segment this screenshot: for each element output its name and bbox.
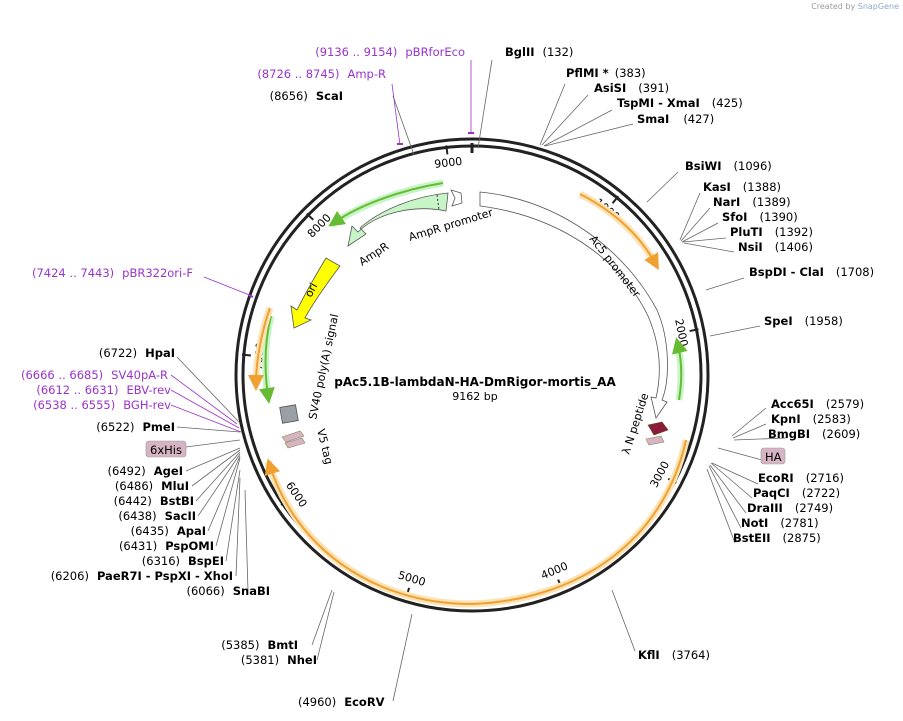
feature-label-ampr: AmpR (357, 240, 392, 269)
backbone-outer-ring (234, 137, 710, 613)
bp-tick (241, 353, 251, 357)
bp-tick-label: 5000 (397, 569, 428, 589)
plasmid-length: 9162 bp (452, 390, 497, 403)
feature-label-sv40-polya: SV40 poly(A) signal (306, 313, 341, 421)
feature-label-ampr-promoter: AmpR promoter (407, 206, 495, 244)
site-ecori[interactable]: EcoRI(2716) (758, 471, 844, 485)
orange-arc-top-right-line (579, 193, 659, 270)
site-sfoi[interactable]: SfoI(1390) (722, 210, 798, 224)
sites-right: BglII(132) PflMI *(383) AsiSI(391) TspMI… (298, 45, 874, 709)
site-spei[interactable]: SpeI(1958) (764, 314, 843, 328)
site-sacii[interactable]: (6438)SacII (118, 509, 196, 523)
sites-left: (8656)ScaI (6722)HpaI (6522)PmeI 6xHis (… (51, 89, 343, 667)
feature-label-lambda-n-peptide: λ N peptide (619, 391, 651, 456)
ampr-shape[interactable] (347, 192, 449, 247)
plasmid-title: pAc5.1B-lambdaN-HA-DmRigor-mortis_AA (334, 375, 616, 390)
site-bmgbi[interactable]: BmgBI(2609) (768, 427, 860, 441)
site-mlui[interactable]: (6486)MluI (115, 479, 189, 493)
site-draiii[interactable]: DraIII(2749) (747, 501, 833, 515)
primer-bgh-rev[interactable]: (6538 .. 6555)BGH-rev (33, 398, 171, 412)
site-kasi[interactable]: KasI(1388) (703, 180, 781, 194)
site-nari[interactable]: NarI(1389) (713, 195, 791, 209)
site-paqci[interactable]: PaqCI(2722) (753, 486, 840, 500)
site-paer7i-pspxi-xhoi[interactable]: (6206)PaeR7I - PspXI - XhoI (51, 569, 233, 583)
ha-tag-box (760, 447, 786, 465)
site-hpai[interactable]: (6722)HpaI (99, 346, 175, 360)
bp-tick-label: 2000 (672, 318, 690, 348)
ori-shape[interactable] (290, 257, 341, 329)
site-bsiwi[interactable]: BsiWI(1096) (685, 159, 772, 173)
snapgene-brand: SnapGene (857, 2, 899, 11)
feature-label-v5-tag: V5 tag (314, 428, 335, 466)
site-nsii[interactable]: NsiI(1406) (738, 240, 813, 254)
site-6xhis[interactable]: 6xHis (150, 443, 182, 457)
site-ha[interactable]: HA (765, 450, 782, 464)
green-arc-amp-top-line (328, 182, 444, 227)
lambda-n-peptide-shape-2 (645, 435, 665, 446)
bp-tick (689, 328, 699, 333)
v5-tag-shape[interactable] (281, 430, 305, 443)
site-bglii[interactable]: BglII(132) (505, 45, 573, 59)
orange-arc-bottom-line (264, 439, 687, 606)
green-arc-right-line (672, 337, 688, 401)
site-pflmi[interactable]: PflMI *(383) (566, 66, 646, 80)
site-agei[interactable]: (6492)AgeI (108, 464, 183, 478)
site-apai[interactable]: (6435)ApaI (131, 524, 206, 538)
site-scai[interactable]: (8656)ScaI (270, 89, 343, 103)
ampr-promoter-shape[interactable] (450, 189, 463, 207)
his-tag-box (145, 440, 187, 458)
primer-lines (170, 60, 472, 433)
orange-arc-top-right (578, 190, 660, 267)
site-pmei[interactable]: (6522)PmeI (96, 420, 175, 434)
site-bmti[interactable]: (5385)BmtI (221, 638, 298, 652)
orange-arc-left-line (248, 307, 271, 391)
ampr-dashed-mark (436, 194, 440, 211)
site-ecorv[interactable]: (4960)EcoRV (298, 695, 385, 709)
primer-labels: (9136 .. 9154)pBRforEco (8726 .. 8745)Am… (21, 45, 465, 412)
orange-arc-bottom (264, 439, 690, 608)
bp-tick (445, 145, 449, 155)
site-acc65i[interactable]: Acc65I(2579) (771, 397, 864, 411)
site-noti[interactable]: NotI(2781) (741, 516, 819, 530)
bp-tick-label: 4000 (539, 559, 570, 582)
site-bstbi[interactable]: (6442)BstBI (114, 494, 194, 508)
v5-tag-shape-2 (284, 437, 306, 449)
site-nhei[interactable]: (5381)NheI (241, 653, 317, 667)
green-arc-left-line (258, 315, 275, 404)
site-tspmi-xmai[interactable]: TspMI - XmaI(425) (617, 96, 743, 110)
leader-lines (176, 59, 787, 702)
site-kpni[interactable]: KpnI(2583) (771, 412, 851, 426)
site-pluti[interactable]: PluTI(1392) (730, 225, 813, 239)
bp-tick (611, 195, 620, 204)
site-kfli[interactable]: KflI(3764) (638, 648, 710, 662)
site-bspei[interactable]: (6316)BspEI (142, 554, 224, 568)
site-asisi[interactable]: AsiSI(391) (594, 81, 669, 95)
site-bsteii[interactable]: BstEII(2875) (733, 531, 821, 545)
primer-pbr322ori-f[interactable]: (7424 .. 7443)pBR322ori-F (32, 266, 193, 280)
primer-ebv-rev[interactable]: (6612 .. 6631)EBV-rev (36, 383, 171, 397)
primer-amp-r[interactable]: (8726 .. 8745)Amp-R (257, 67, 386, 81)
snapgene-credit: Created by SnapGene (811, 2, 899, 11)
site-pspomi[interactable]: (6431)PspOMI (119, 539, 214, 553)
bp-tick-label: 9000 (434, 155, 463, 171)
site-smai[interactable]: SmaI(427) (637, 112, 714, 126)
sv40-polya-box[interactable] (279, 404, 299, 424)
bp-tick (306, 212, 314, 221)
ac5-promoter-shape[interactable] (479, 191, 668, 419)
feature-label-ori: ori (302, 281, 320, 300)
primer-sv40pa-r[interactable]: (6666 .. 6685)SV40pA-R (21, 368, 168, 382)
lambda-n-peptide-shape[interactable] (647, 421, 669, 436)
primer-pbrforeco[interactable]: (9136 .. 9154)pBRforEco (315, 45, 465, 59)
site-bspdi-clai[interactable]: BspDI - ClaI(1708) (749, 265, 874, 279)
feature-label-ac5-promoter: Ac5 promoter (587, 233, 644, 300)
site-snabi[interactable]: (6066)SnaBI (186, 584, 270, 598)
primer-marks (248, 132, 474, 298)
